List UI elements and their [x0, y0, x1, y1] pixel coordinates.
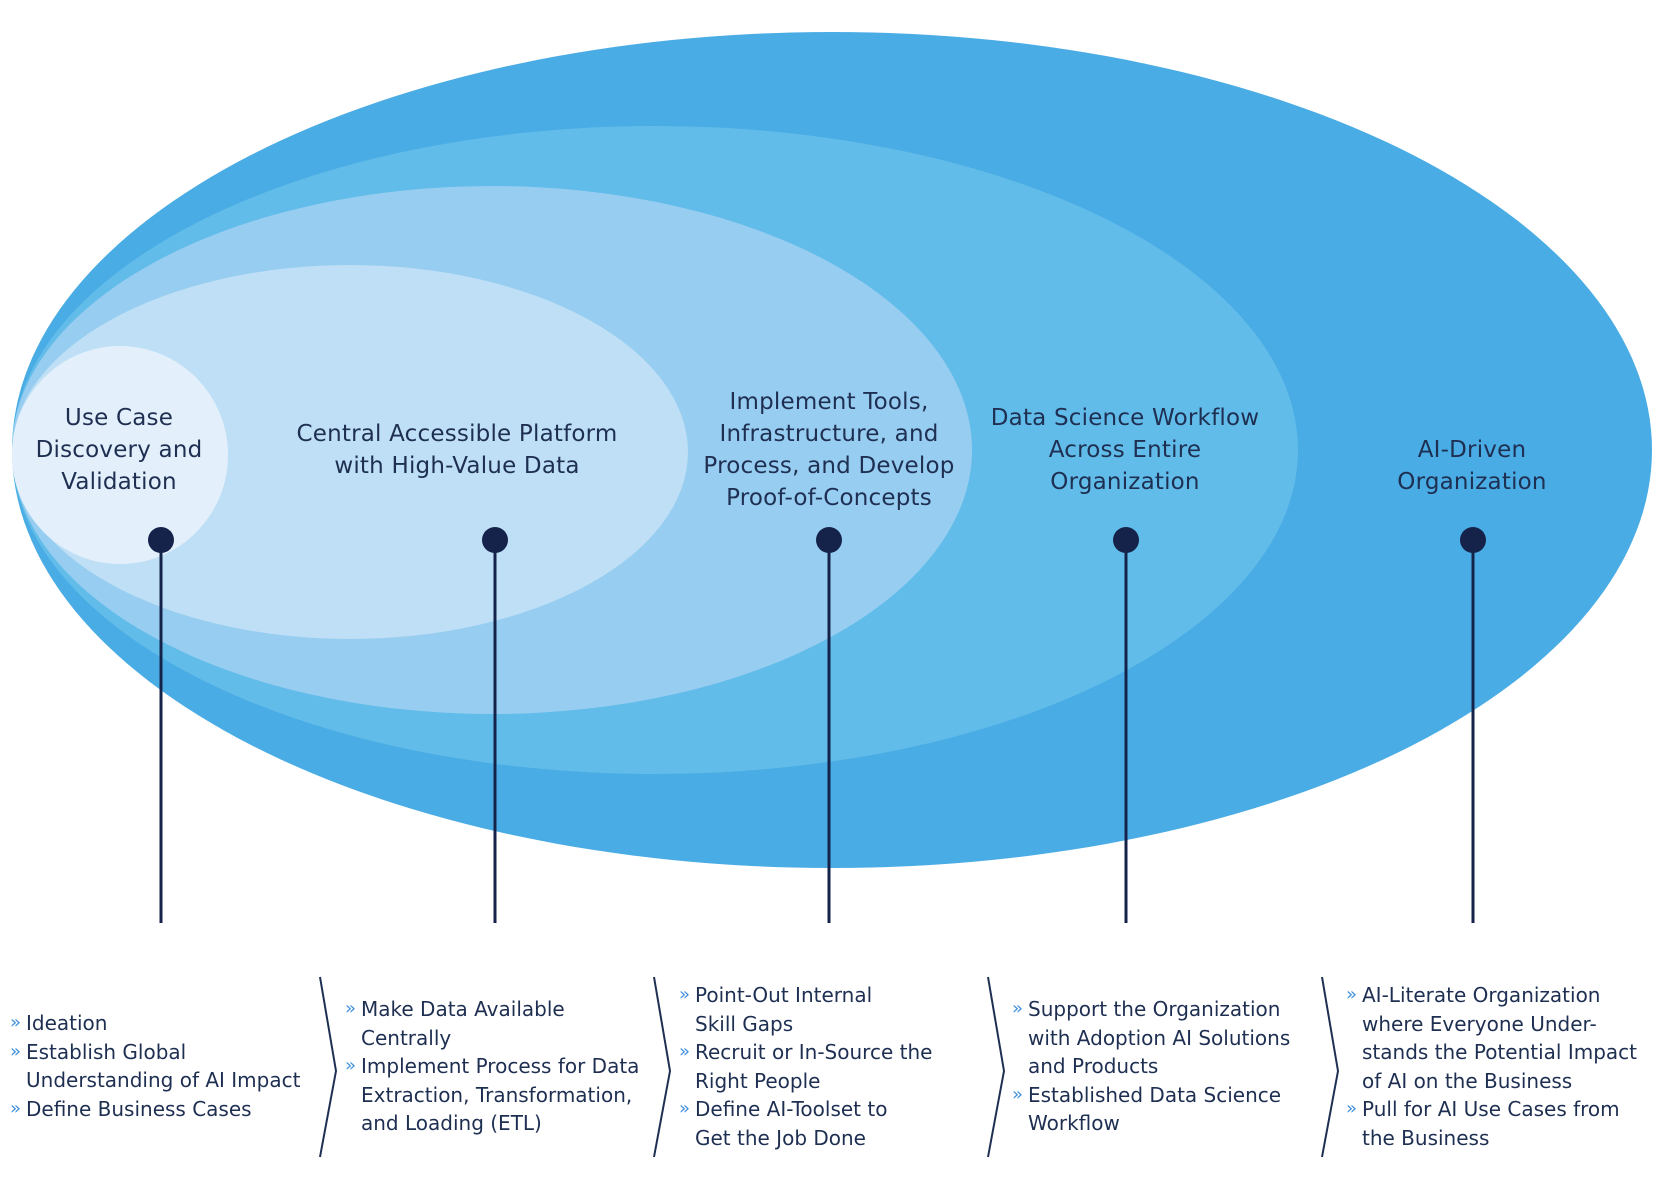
chevron-bullet-icon: » — [10, 1040, 22, 1062]
stage-marker-dot — [1460, 527, 1486, 553]
chevron-bullet-icon: » — [10, 1097, 22, 1119]
chevron-bullet-icon: » — [1012, 998, 1024, 1019]
chevron-bullet-icon: » — [10, 1012, 22, 1033]
chevron-bullet-icon: » — [345, 998, 357, 1019]
stage-item: »AI-Literate Organization where Everyone… — [1346, 983, 1637, 1093]
stage-title-central-platform: Central Accessible Platform with High-Va… — [296, 421, 618, 479]
stage-item: »Pull for AI Use Cases from the Business — [1346, 1097, 1620, 1150]
stage-item: »Established Data Science Workflow — [1012, 1082, 1282, 1136]
stage-item: »Establish Global Understanding of AI Im… — [10, 1039, 301, 1093]
stage-items-data-science-workflow: »Support the Organization with Adoption … — [1012, 995, 1290, 1138]
chevron-bullet-icon: » — [679, 1041, 691, 1062]
stage-title-implement-tools: Implement Tools, Infrastructure, and Pro… — [703, 389, 955, 511]
chevron-separator — [1321, 976, 1340, 1158]
stage-items-central-platform: »Make Data Available Centrally »Implemen… — [345, 995, 639, 1138]
chevron-bullet-icon: » — [679, 1098, 691, 1119]
stage-marker-dot — [482, 527, 508, 553]
stage-item: »Point-Out Internal Skill Gaps — [679, 983, 873, 1036]
chevron-bullet-icon: » — [1012, 1083, 1024, 1105]
connector-lines — [159, 540, 1475, 923]
stage-item: »Recruit or In-Source the Right People — [679, 1040, 933, 1093]
chevron-bullet-icon: » — [679, 984, 691, 1005]
stage-markers — [148, 527, 1486, 553]
stage-item: »Define Business Cases — [10, 1095, 300, 1124]
stage-item: »Make Data Available Centrally — [345, 997, 565, 1050]
stage-marker-dot — [1113, 527, 1139, 553]
chevron-bullet-icon: » — [345, 1055, 357, 1076]
chevron-bullet-icon: » — [1346, 984, 1358, 1005]
stage-separators — [319, 976, 1340, 1158]
chevron-bullet-icon: » — [1346, 1098, 1358, 1119]
stage-title-data-science-workflow: Data Science Workflow Across Entire Orga… — [990, 405, 1260, 495]
stage-title-use-case-discovery: Use Case Discovery and Validation — [35, 405, 203, 495]
stage-item: »Define AI-Toolset to Get the Job Done — [679, 1097, 888, 1150]
ellipse-central-platform — [12, 265, 688, 639]
stage-items-implement-tools: »Point-Out Internal Skill Gaps »Recruit … — [679, 981, 932, 1152]
stage-title-ai-driven-organization: AI-Driven Organization — [1397, 437, 1547, 495]
stage-item: »Ideation — [10, 1009, 300, 1038]
chevron-separator — [319, 976, 338, 1158]
stage-items-ai-driven-organization: »AI-Literate Organization where Everyone… — [1346, 981, 1637, 1152]
ellipse-use-case-discovery — [12, 346, 228, 564]
stage-item: »Implement Process for Data Extraction, … — [345, 1054, 640, 1135]
stage-items-use-case-discovery: »Ideation »Establish Global Understandin… — [10, 1009, 300, 1123]
chevron-separator — [653, 976, 672, 1158]
stage-marker-dot — [148, 527, 174, 553]
stage-item: »Support the Organization with Adoption … — [1012, 997, 1291, 1078]
stage-marker-dot — [816, 527, 842, 553]
chevron-separator — [987, 976, 1006, 1158]
